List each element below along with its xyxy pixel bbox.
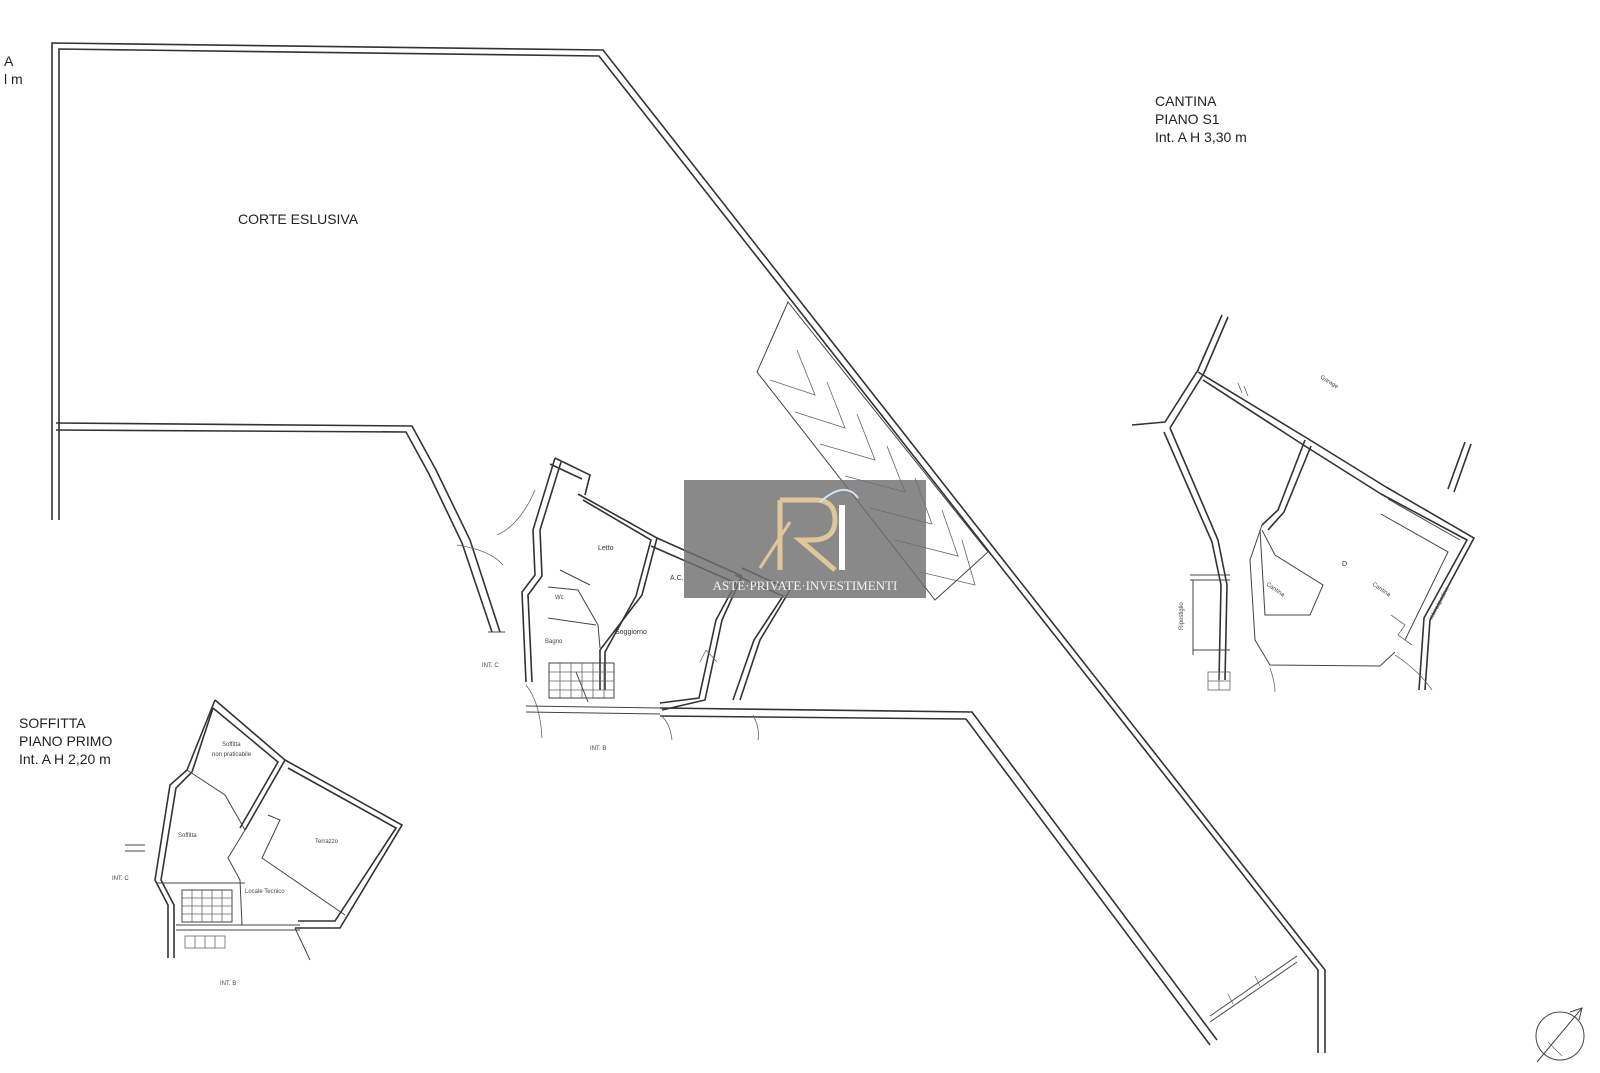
label-int-b-upper: INT. B xyxy=(220,981,236,987)
soffitta-plan xyxy=(125,699,404,961)
soffitta-title: SOFFITTA xyxy=(19,715,86,731)
corte-outline xyxy=(51,42,1326,1053)
ramp xyxy=(756,301,989,601)
room-ripostiglio: Ripostiglio xyxy=(1179,602,1185,630)
soffitta-floor: PIANO PRIMO xyxy=(19,733,112,749)
room-locale-tecnico: Locale Tecnico xyxy=(245,889,285,895)
room-soffitta: Soffitta xyxy=(178,833,197,839)
label-int-c-main: INT. C xyxy=(482,663,499,669)
north-arrow-icon xyxy=(1535,1007,1585,1063)
room-soggiorno: Soggiorno xyxy=(615,629,647,636)
partial-label-m: l m xyxy=(4,71,23,87)
soffitta-height: Int. A H 2,20 m xyxy=(19,751,111,767)
watermark-logo: ASTE·PRIVATE·INVESTIMENTI xyxy=(684,480,926,598)
cantina-title: CANTINA xyxy=(1155,93,1217,109)
cantina-plan xyxy=(1131,314,1476,693)
room-cantina-large: Cantina xyxy=(1371,582,1392,599)
partial-label-a: A xyxy=(4,53,14,69)
room-ac: A.C. xyxy=(670,575,684,582)
label-int-c-upper: INT. C xyxy=(112,876,129,882)
label-int-b-main: INT. B xyxy=(590,746,606,752)
cantina-height: Int. A H 3,30 m xyxy=(1155,129,1247,145)
room-garage: Garage xyxy=(1319,375,1340,391)
room-bagno: Bagno xyxy=(545,639,563,645)
room-soffitta-np-2: non praticabile xyxy=(212,752,252,758)
room-d-mark: D xyxy=(1342,561,1347,568)
corte-label: CORTE ESLUSIVA xyxy=(238,211,359,227)
room-cantina-small: Cantina xyxy=(1265,582,1286,599)
room-letto: Letto xyxy=(598,545,614,552)
room-soffitta-np-1: Soffitta xyxy=(222,742,241,748)
watermark-tagline: ASTE·PRIVATE·INVESTIMENTI xyxy=(713,578,898,593)
cantina-floor: PIANO S1 xyxy=(1155,111,1220,127)
room-wc: Wc xyxy=(555,595,564,601)
room-terrazzo: Terrazzo xyxy=(315,839,339,845)
